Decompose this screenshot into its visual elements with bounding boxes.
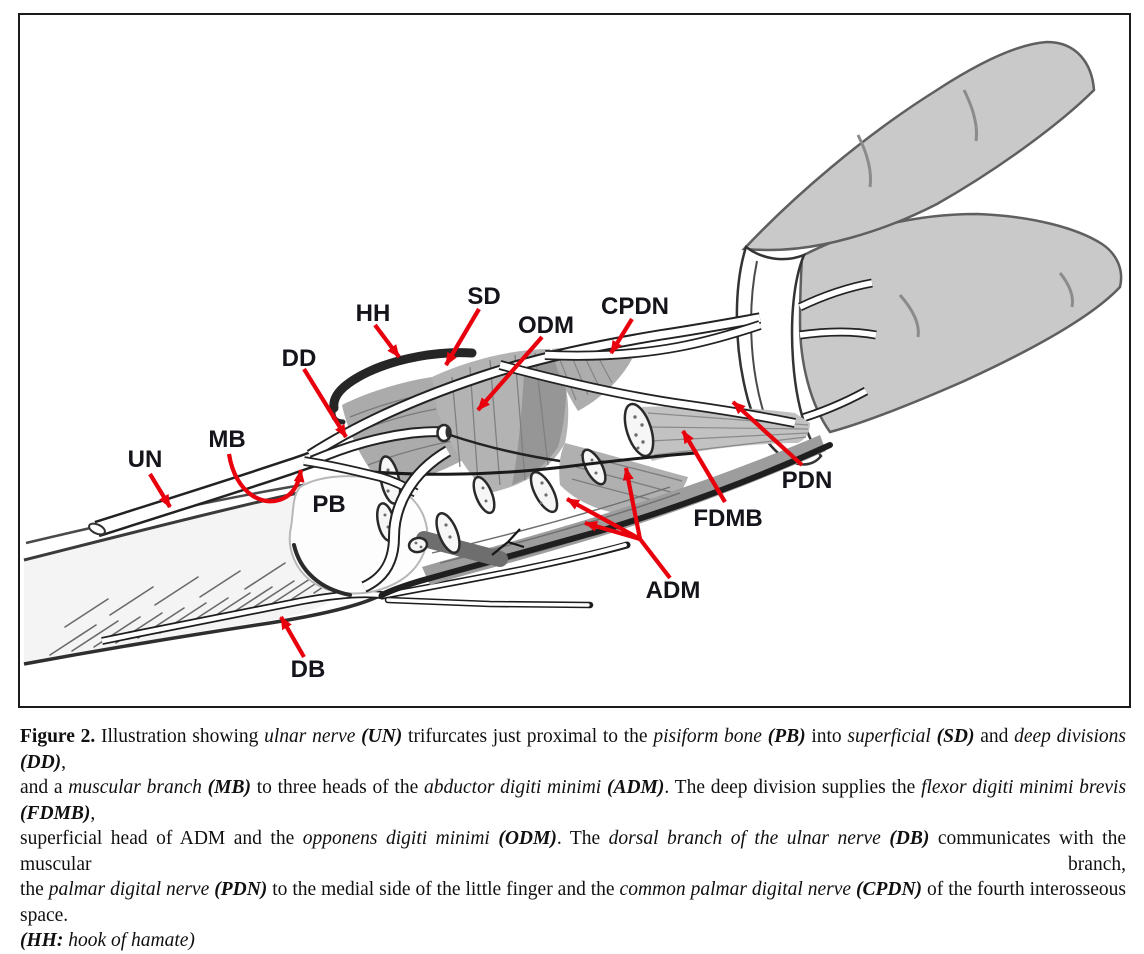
arrow-fdmb (681, 429, 727, 504)
label-sd: SD (467, 283, 500, 310)
nerve-twigs (491, 528, 525, 556)
arrow-mb (226, 453, 305, 504)
figure-caption: Figure 2. Illustration showing ulnar ner… (20, 724, 1126, 954)
caption-line: Figure 2. Illustration showing ulnar ner… (20, 726, 1127, 773)
little-finger (741, 40, 1096, 252)
label-pdn: PDN (782, 467, 833, 494)
caption-line: superficial head of ADM and the opponens… (20, 828, 1127, 875)
arrow-un (148, 472, 172, 509)
stub-speckles (383, 415, 645, 549)
deep-arch-line (319, 451, 697, 476)
ulnar-border-line (379, 442, 833, 598)
label-un: UN (128, 446, 163, 473)
caption-line: (HH: hook of hamate) (20, 930, 195, 951)
anatomy-labels: UN MB DD HH SD ODM CPDN PB PDN FDMB ADM … (128, 283, 833, 683)
label-pb: PB (312, 491, 345, 518)
label-dd: DD (282, 345, 317, 372)
arrow-adm-1 (565, 497, 642, 541)
pdn-nerve (498, 360, 796, 428)
arrow-pdn (731, 400, 804, 467)
cpdn-nerve (544, 320, 762, 361)
label-fdmb: FDMB (693, 505, 762, 532)
arrow-sd (444, 307, 481, 367)
caption-line: the palmar digital nerve (PDN) to the me… (20, 879, 1126, 926)
label-db: DB (291, 656, 326, 683)
label-cpdn: CPDN (601, 293, 669, 320)
tendon-arc-around-pisiform (361, 445, 452, 593)
arrow-dd (302, 367, 348, 439)
ring-finger (798, 212, 1123, 434)
cut-muscle-stubs (375, 402, 655, 555)
label-mb: MB (208, 426, 245, 453)
cut-muscle-bar (416, 531, 508, 567)
arrow-odm (476, 335, 544, 412)
deep-division-nerve (309, 423, 697, 476)
arrow-cpdn (609, 317, 634, 355)
figure-illustration-box: UN MB DD HH SD ODM CPDN PB PDN FDMB ADM … (18, 13, 1131, 708)
label-odm: ODM (518, 312, 574, 339)
arrow-hh (373, 323, 401, 359)
caption-line: and a muscular branch (MB) to three head… (20, 777, 1127, 824)
label-hh: HH (356, 300, 391, 327)
arrow-adm-2 (584, 520, 641, 542)
page: { "figure": { "arrow_color": "#e8000c", … (18, 13, 1131, 951)
arrow-adm-3 (622, 467, 643, 540)
anatomy-illustration: UN MB DD HH SD ODM CPDN PB PDN FDMB ADM … (23, 40, 1123, 683)
arrow-adm-stem (638, 537, 672, 580)
arrow-db (279, 615, 306, 659)
forearm-muscle (23, 479, 378, 666)
annotation-arrows (148, 307, 804, 659)
forearm-hatching (49, 562, 357, 656)
label-adm: ADM (646, 577, 701, 604)
